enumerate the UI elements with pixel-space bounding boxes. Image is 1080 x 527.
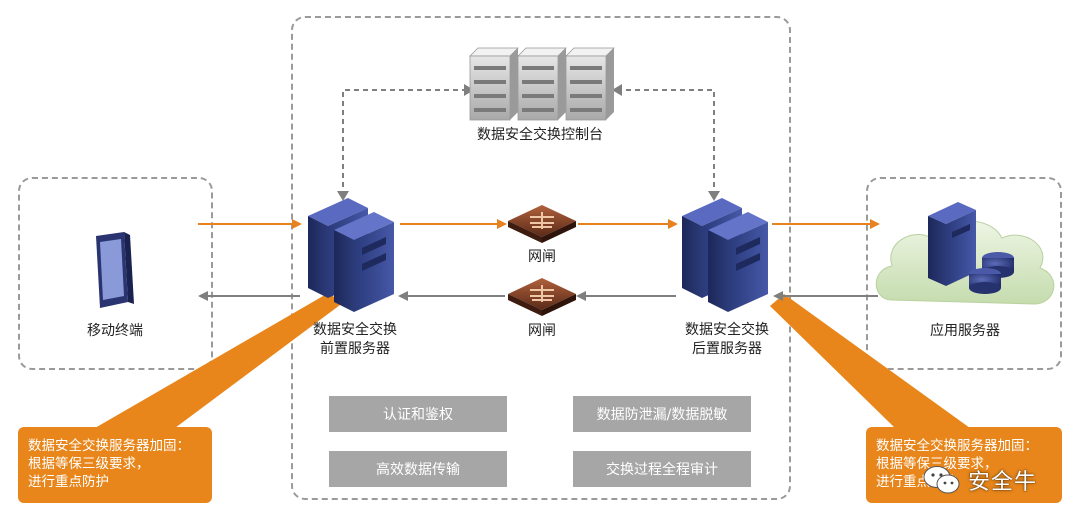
left-callout-line1: 数据安全交换服务器加固： bbox=[28, 438, 190, 454]
console-server-icon bbox=[469, 47, 615, 121]
mobile-zone bbox=[18, 177, 213, 370]
right-callout-line1: 数据安全交换服务器加固： bbox=[876, 438, 1038, 454]
feature-audit: 交换过程全程审计 bbox=[573, 451, 751, 487]
app-server-icon bbox=[875, 202, 1055, 305]
front-server-label-line1: 数据安全交换 bbox=[313, 322, 397, 338]
gatekeeper-bottom-icon bbox=[508, 278, 576, 316]
back-server-icon bbox=[682, 198, 768, 312]
gatekeeper-top-label: 网闸 bbox=[528, 249, 556, 265]
left-callout-pointer bbox=[95, 292, 340, 428]
feature-dlp: 数据防泄漏/数据脱敏 bbox=[573, 396, 751, 432]
mobile-terminal-icon bbox=[96, 232, 134, 308]
feature-transfer: 高效数据传输 bbox=[329, 451, 507, 487]
gatekeeper-top-icon bbox=[508, 205, 576, 243]
app-zone bbox=[866, 177, 1062, 370]
wechat-icon bbox=[923, 466, 960, 494]
exchange-zone bbox=[291, 16, 791, 500]
gatekeeper-bottom-label: 网闸 bbox=[528, 323, 556, 339]
mobile-label: 移动终端 bbox=[87, 323, 143, 339]
right-callout-line2: 根据等保三级要求， bbox=[876, 456, 998, 472]
database-icon bbox=[969, 252, 1014, 294]
app-server-label: 应用服务器 bbox=[930, 323, 1000, 339]
right-callout: 数据安全交换服务器加固： 根据等保三级要求， 进行重点防护 bbox=[866, 427, 1062, 503]
left-callout-line2: 根据等保三级要求， bbox=[28, 456, 150, 472]
watermark-text: 安全牛 bbox=[968, 470, 1038, 495]
front-server-icon bbox=[308, 198, 394, 312]
console-label: 数据安全交换控制台 bbox=[477, 127, 603, 143]
watermark: 安全牛 bbox=[922, 463, 1037, 497]
right-callout-pointer bbox=[770, 294, 970, 428]
feature-auth: 认证和鉴权 bbox=[329, 396, 507, 432]
back-server-label-line1: 数据安全交换 bbox=[685, 322, 769, 338]
left-callout: 数据安全交换服务器加固： 根据等保三级要求， 进行重点防护 bbox=[18, 427, 212, 503]
front-server-label-line2: 前置服务器 bbox=[320, 341, 390, 357]
left-callout-line3: 进行重点防护 bbox=[28, 474, 109, 490]
back-server-label-line2: 后置服务器 bbox=[692, 341, 762, 357]
